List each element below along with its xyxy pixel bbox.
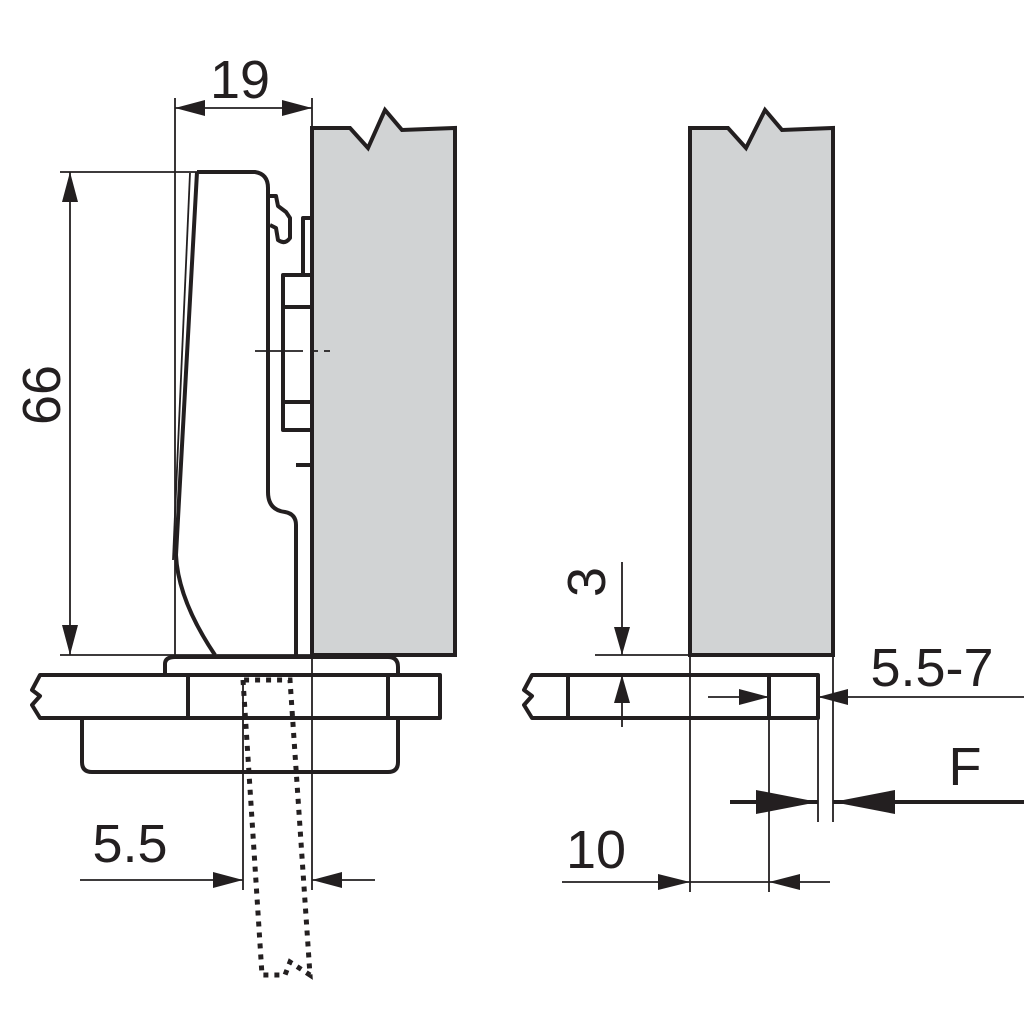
dimension-f: F bbox=[730, 737, 1024, 814]
extension-lines bbox=[60, 98, 834, 892]
door-panel-left bbox=[310, 106, 457, 657]
dim-label-19: 19 bbox=[210, 50, 270, 110]
dim-label-5-5-7: 5.5-7 bbox=[870, 638, 993, 698]
dim-label-10: 10 bbox=[566, 820, 626, 880]
dimension-66: 66 bbox=[12, 172, 78, 655]
dimension-5-5-7: 5.5-7 bbox=[708, 638, 1024, 705]
dim-label-66: 66 bbox=[12, 365, 72, 425]
drill-hole-outline bbox=[240, 677, 313, 980]
dim-label-f: F bbox=[949, 737, 982, 797]
dim-label-5-5: 5.5 bbox=[92, 814, 167, 874]
cabinet-side-right bbox=[522, 673, 820, 720]
door-panel-right bbox=[688, 106, 835, 657]
dimension-10: 10 bbox=[562, 820, 830, 890]
dimension-3: 3 bbox=[557, 562, 630, 727]
dimension-5-5: 5.5 bbox=[80, 814, 375, 888]
dim-label-3: 3 bbox=[557, 567, 617, 597]
cabinet-side-left bbox=[30, 655, 442, 774]
hinge-arm bbox=[172, 170, 335, 657]
dimension-19: 19 bbox=[175, 50, 312, 116]
